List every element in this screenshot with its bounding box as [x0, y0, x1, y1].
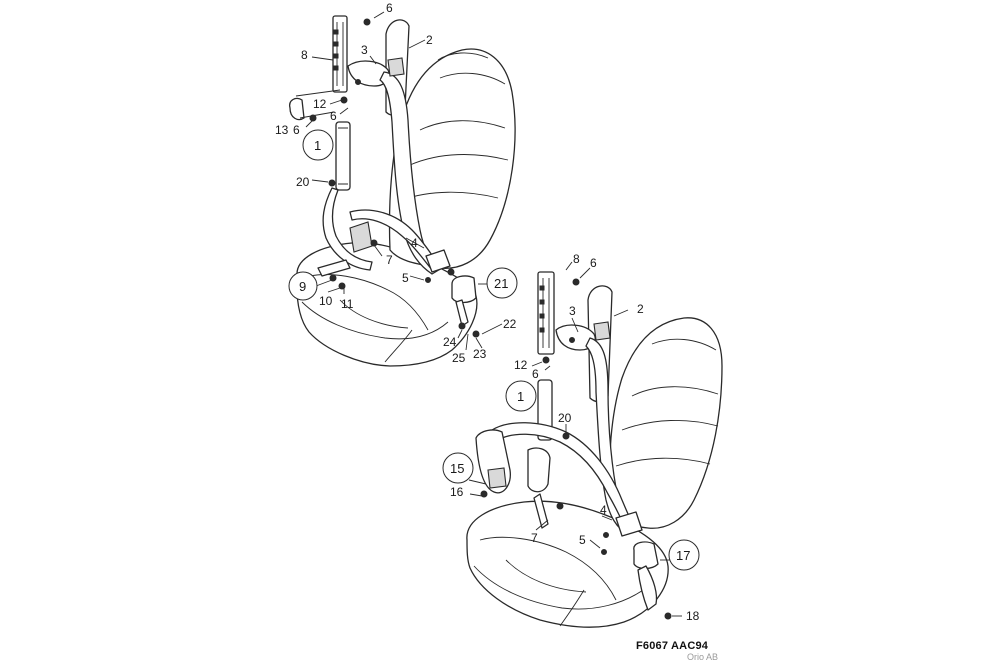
lower-label-3: 3 — [569, 304, 576, 318]
upper-label-6: 6 — [386, 1, 393, 15]
upper-label-23: 23 — [473, 347, 487, 361]
upper-belt-webbing — [379, 71, 443, 275]
figure-code: F6067 AAC94 — [636, 640, 709, 652]
upper-label-25: 25 — [452, 351, 466, 365]
lower-label-5: 5 — [579, 533, 586, 547]
lower-label-6: 6 — [590, 256, 597, 270]
upper-label-12: 12 — [313, 97, 327, 111]
lower-label-2: 2 — [637, 302, 644, 316]
upper-label-6b: 6 — [330, 109, 337, 123]
upper-label-5: 5 — [402, 271, 409, 285]
lower-buckle — [633, 541, 659, 570]
upper-retractor — [335, 121, 351, 191]
upper-label-11: 11 — [341, 297, 354, 311]
upper-label-7: 7 — [386, 253, 393, 267]
lower-seat-assembly: 8 6 2 3 12 6 1 20 15 16 4 7 5 17 18 — [442, 252, 723, 628]
lower-label-8: 8 — [573, 252, 580, 266]
lower-label-12: 12 — [514, 358, 528, 372]
upper-label-3: 3 — [361, 43, 368, 57]
lower-label-15: 15 — [450, 461, 464, 476]
upper-label-2: 2 — [426, 33, 433, 47]
lower-height-adjuster — [537, 271, 555, 355]
lower-label-16: 16 — [450, 485, 464, 499]
lower-label-17: 17 — [676, 548, 690, 563]
upper-label-13: 13 — [275, 123, 289, 137]
upper-label-9: 9 — [299, 279, 306, 294]
upper-seat-assembly: 6 2 8 3 12 6 13 6 1 20 4 7 5 9 10 11 21 … — [275, 1, 518, 367]
upper-label-22: 22 — [503, 317, 517, 331]
upper-buckle — [451, 275, 477, 304]
upper-label-1: 1 — [314, 138, 321, 153]
lower-label-7: 7 — [531, 531, 538, 545]
upper-label-6c: 6 — [293, 123, 300, 137]
upper-height-adjuster — [332, 15, 348, 93]
lower-label-1: 1 — [517, 389, 524, 404]
upper-label-20: 20 — [296, 175, 310, 189]
upper-label-8: 8 — [301, 48, 308, 62]
lower-label-4: 4 — [600, 503, 607, 517]
upper-label-24: 24 — [443, 335, 457, 349]
upper-label-4: 4 — [411, 236, 418, 250]
lower-label-18: 18 — [686, 609, 700, 623]
upper-label-21: 21 — [494, 276, 508, 291]
watermark: Orio AB — [687, 652, 719, 662]
upper-label-10: 10 — [319, 294, 333, 308]
lower-label-6b: 6 — [532, 367, 539, 381]
lower-label-20: 20 — [558, 411, 572, 425]
lower-seat-back — [608, 317, 723, 529]
